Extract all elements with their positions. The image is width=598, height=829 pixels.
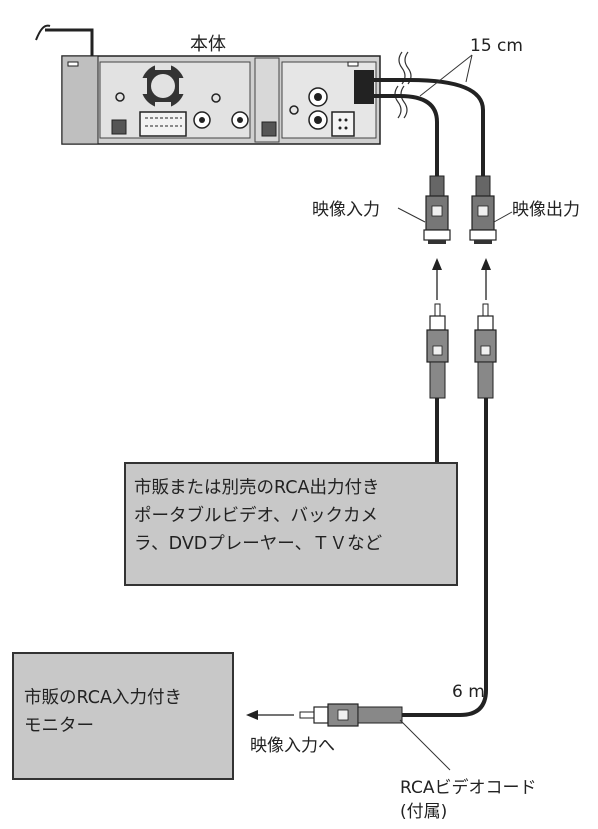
to-video-in-label: 映像入力へ: [250, 736, 335, 756]
video-in-label: 映像入力: [312, 200, 380, 220]
monitor-plug: [299, 703, 403, 727]
monitor-box: [12, 652, 234, 780]
cable-name-label: RCAビデオコード: [400, 778, 537, 798]
monitor-text: 市販のRCA入力付き モニター: [24, 684, 182, 740]
video-out-label: 映像出力: [512, 200, 580, 220]
source-device-text: 市販または別売のRCA出力付き ポータブルビデオ、バックカメ ラ、DVDプレーヤ…: [134, 474, 382, 558]
cable-length-short: 15 cm: [470, 36, 523, 56]
main-unit-label: 本体: [190, 34, 226, 55]
source-device-box: [124, 462, 458, 586]
video-out-jack: [469, 175, 497, 244]
power-cable: [35, 24, 51, 41]
antenna-jack: [111, 119, 127, 135]
rca-video-cord: [402, 398, 488, 717]
source-line: 市販または別売のRCA出力付き: [134, 478, 380, 498]
monitor-line: モニター: [24, 716, 94, 736]
cable-note-label: (付属): [400, 802, 448, 822]
video-plug-left: [426, 303, 449, 399]
power-cable-lead: [45, 28, 94, 62]
small-connector: [331, 111, 355, 137]
harness-connector: [139, 111, 187, 137]
monitor-line: 市販のRCA入力付き: [24, 688, 182, 708]
cable-length-long: 6 m: [452, 682, 485, 702]
source-line: ポータブルビデオ、バックカメ: [134, 506, 378, 526]
screw-icon: [115, 92, 125, 102]
screw-icon: [289, 105, 299, 115]
video-in-cable: [374, 94, 439, 176]
video-in-jack: [423, 175, 451, 244]
video-plug-on-unit: [354, 70, 374, 104]
video-plug-right: [474, 303, 497, 399]
screw-icon: [211, 93, 221, 103]
video-out-cable: [374, 78, 485, 176]
source-line: ラ、DVDプレーヤー、ＴＶなど: [134, 534, 383, 554]
head-unit: [61, 55, 381, 145]
